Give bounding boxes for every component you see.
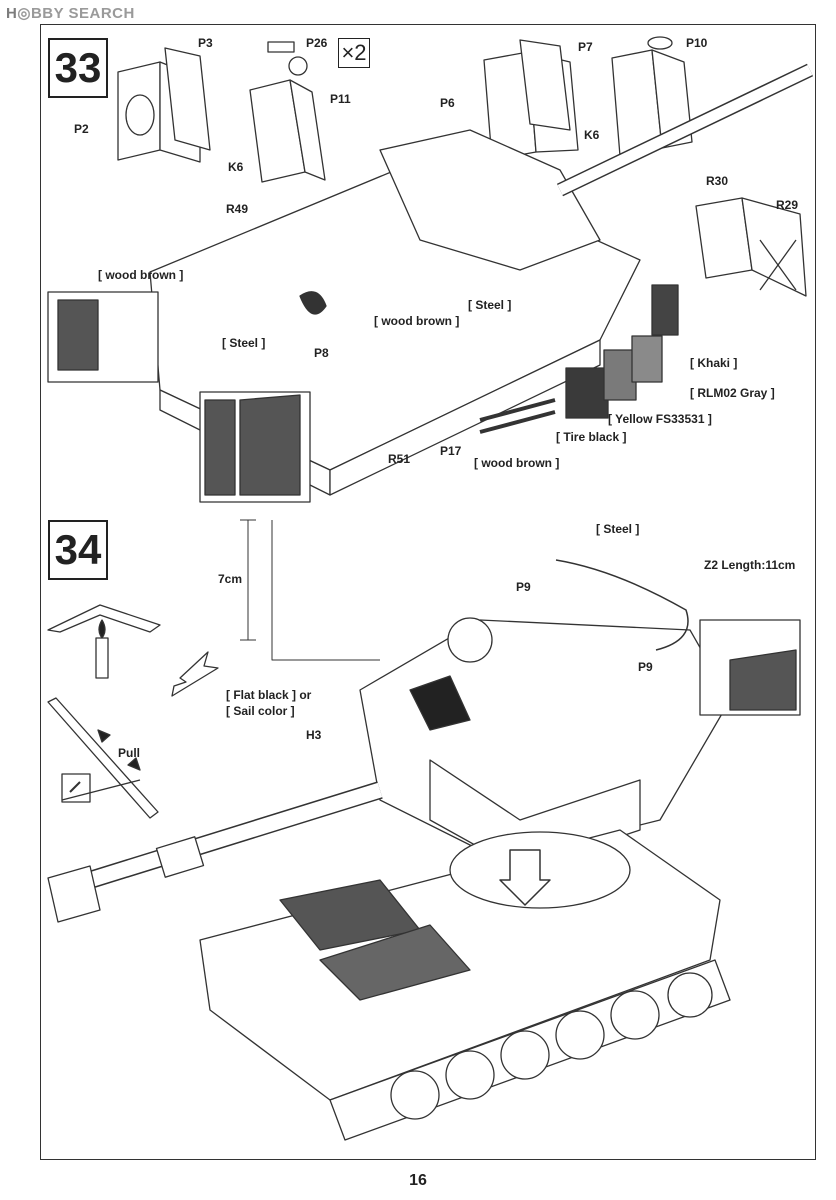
label-steel-34: [ Steel ]	[596, 522, 640, 536]
label-p9-b: P9	[638, 660, 653, 674]
label-p17: P17	[440, 444, 462, 458]
label-p11: P11	[330, 92, 351, 106]
page-number: 16	[409, 1172, 427, 1189]
instruction-frame	[40, 24, 816, 1160]
label-rlm02-gray: [ RLM02 Gray ]	[690, 386, 775, 400]
lower-hull	[199, 829, 721, 1101]
label-k6-a: K6	[228, 160, 244, 174]
jerry-can-p6-p7	[483, 39, 579, 161]
label-p9-a: P9	[516, 580, 531, 594]
label-p3: P3	[198, 36, 213, 50]
label-p10: P10	[686, 36, 708, 50]
label-p8: P8	[314, 346, 329, 360]
label-wood-brown-2: [ wood brown ]	[374, 314, 460, 328]
hobby-search-logo: H◎BBY SEARCH	[6, 5, 135, 22]
jerry-can-p2-p3	[117, 47, 211, 163]
hull-deck-assembly	[47, 63, 814, 503]
label-p26: P26	[306, 36, 328, 50]
label-h3: H3	[306, 728, 322, 742]
label-pull: Pull	[118, 746, 141, 760]
label-k6-b: K6	[584, 128, 600, 142]
gun-barrel	[47, 781, 383, 923]
step-34-number: 34	[48, 520, 108, 580]
label-wood-brown-1: [ wood brown ]	[98, 268, 184, 282]
label-khaki: [ Khaki ]	[690, 356, 738, 370]
multiplier-badge: ×2	[338, 38, 370, 68]
label-steel-2: [ Steel ]	[222, 336, 266, 350]
label-yellow-fs33531: [ Yellow FS33531 ]	[608, 412, 712, 426]
label-r51: R51	[388, 452, 411, 466]
label-sail-color: [ Sail color ]	[226, 704, 295, 718]
label-p7: P7	[578, 40, 593, 54]
logo-o-icon: ◎	[17, 5, 31, 22]
label-r30: R30	[706, 174, 729, 188]
label-p2: P2	[74, 122, 89, 136]
label-flat-black: [ Flat black ] or	[226, 688, 312, 702]
jerry-can-rack-r29-r30	[695, 197, 807, 297]
label-tire-black: [ Tire black ]	[556, 430, 627, 444]
label-wood-brown-3: [ wood brown ]	[474, 456, 560, 470]
label-steel-1: [ Steel ]	[468, 298, 512, 312]
step-33-number: 33	[48, 38, 108, 98]
jerry-can-k6-p11	[249, 41, 326, 183]
label-r29: R29	[776, 198, 799, 212]
label-r49: R49	[226, 202, 249, 216]
label-p6: P6	[440, 96, 455, 110]
track-wheels	[329, 959, 731, 1141]
turret-assembly	[359, 559, 801, 871]
jerry-can-k6-p10	[611, 36, 693, 157]
direction-arrow-icon	[171, 651, 219, 697]
label-7cm: 7cm	[218, 572, 243, 586]
label-z2-length: Z2 Length:11cm	[704, 558, 796, 572]
heat-stretch-diagram	[47, 604, 161, 819]
